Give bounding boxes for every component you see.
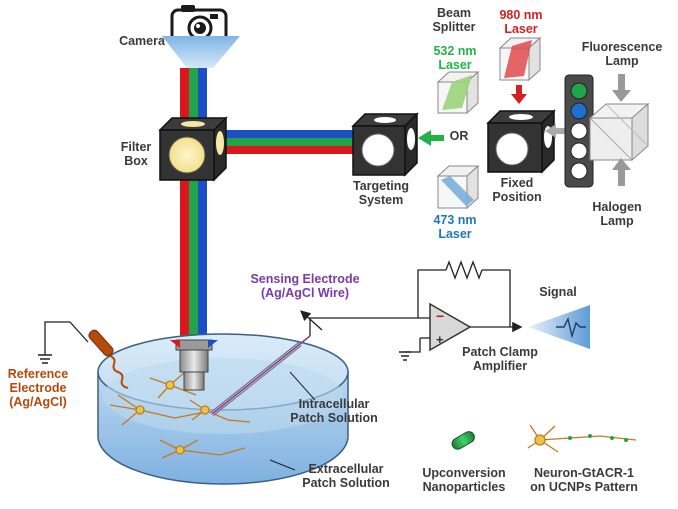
halogen-lamp-label: Halogen Lamp <box>584 200 650 228</box>
or-label: OR <box>449 129 469 143</box>
intracellular-label: Intracellular Patch Solution <box>284 397 384 425</box>
targeting-line-1: Targeting <box>352 179 410 193</box>
fixed-position-label: Fixed Position <box>488 176 546 204</box>
intracellular-pointer <box>289 371 316 401</box>
beam-splitter-label: Beam Splitter <box>424 6 484 34</box>
vertical-beam <box>180 68 207 340</box>
neuron-line-1: Neuron-GtACR-1 <box>534 466 634 480</box>
neuron-pattern-label: Neuron-GtACR-1 on UCNPs Pattern <box>520 466 648 494</box>
neuron-pattern-icon <box>527 424 637 453</box>
upconversion-label: Upconversion Nanoparticles <box>416 466 512 494</box>
reference-line-3: (Ag/AgCl) <box>9 395 67 409</box>
laser-473-line-2: Laser <box>438 227 472 241</box>
svg-text:+: + <box>436 332 444 347</box>
sensing-electrode-label: Sensing Electrode (Ag/AgCl Wire) <box>240 272 370 300</box>
patch-clamp-line-2: Amplifier <box>472 359 528 373</box>
red-down-arrow <box>511 85 527 104</box>
extracellular-label: Extracellular Patch Solution <box>294 462 398 490</box>
laser-980-label: 980 nm Laser <box>494 8 548 36</box>
sensing-pointer <box>300 310 323 331</box>
laser-532-splitter <box>436 70 480 115</box>
laser-980-splitter <box>498 36 542 82</box>
halogen-line-1: Halogen <box>592 200 642 214</box>
or-arrow <box>418 130 444 146</box>
patch-clamp-line-1: Patch Clamp <box>462 345 538 359</box>
reference-electrode-label: Reference Electrode (Ag/AgCl) <box>2 367 74 409</box>
sensing-line-1: Sensing Electrode <box>250 272 360 286</box>
lamp-splitter-cube <box>588 102 650 162</box>
filter-box-line-2: Box <box>124 154 148 168</box>
camera-light-cone <box>162 36 240 68</box>
beam-splitter-line-2: Splitter <box>432 20 476 34</box>
fixed-line-1: Fixed <box>500 176 534 190</box>
fluorescence-lamp-label: Fluorescence Lamp <box>572 40 672 68</box>
reference-line-2: Electrode <box>9 381 67 395</box>
extracellular-line-1: Extracellular <box>308 462 384 476</box>
sensing-electrode <box>210 335 311 416</box>
filter-wheel <box>564 74 594 188</box>
laser-980-line-1: 980 nm <box>499 8 543 22</box>
neuron-line-2: on UCNPs Pattern <box>530 480 638 494</box>
intracellular-line-1: Intracellular <box>298 397 370 411</box>
neuron-1 <box>109 394 206 426</box>
beam-splitter-line-1: Beam <box>436 6 472 20</box>
fixed-line-2: Position <box>492 190 542 204</box>
laser-473-label: 473 nm Laser <box>426 213 484 241</box>
extracellular-line-2: Patch Solution <box>302 476 390 490</box>
laser-473-splitter <box>436 164 480 210</box>
fluorescence-arrow <box>612 74 631 102</box>
targeting-line-2: System <box>358 193 404 207</box>
laser-532-label: 532 nm Laser <box>426 44 484 72</box>
reference-electrode <box>38 321 129 389</box>
targeting-system-label: Targeting System <box>348 179 414 207</box>
horizontal-beam <box>205 130 365 154</box>
signal-display <box>528 305 590 349</box>
neuron-4 <box>159 439 246 459</box>
lamp-arrow <box>545 124 565 138</box>
signal-label: Signal <box>539 285 577 299</box>
neuron-2 <box>149 371 197 399</box>
intracellular-line-2: Patch Solution <box>290 411 378 425</box>
laser-473-line-1: 473 nm <box>433 213 477 227</box>
filter-box-label: Filter Box <box>114 140 158 168</box>
nanoparticle-icon <box>451 431 475 450</box>
filter-box-cube <box>158 116 228 182</box>
upconversion-line-2: Nanoparticles <box>422 480 506 494</box>
halogen-line-2: Lamp <box>600 214 634 228</box>
reference-line-1: Reference <box>7 367 69 381</box>
sensing-line-2: (Ag/AgCl Wire) <box>260 286 350 300</box>
upconversion-line-1: Upconversion <box>422 466 506 480</box>
targeting-system-cube <box>351 112 419 177</box>
microscope-objective <box>170 339 218 391</box>
laser-980-line-2: Laser <box>504 22 538 36</box>
feedback-resistor <box>417 260 511 327</box>
fluorescence-lamp-line-2: Lamp <box>605 54 639 68</box>
fluorescence-lamp-line-1: Fluorescence <box>581 40 663 54</box>
halogen-arrow <box>612 158 631 186</box>
extracellular-pointer <box>269 459 296 471</box>
laser-532-line-1: 532 nm <box>433 44 477 58</box>
filter-box-line-1: Filter <box>120 140 152 154</box>
patch-clamp-label: Patch Clamp Amplifier <box>452 345 548 373</box>
camera-label: Camera <box>119 34 165 48</box>
patch-clamp-amplifier: − + <box>399 302 472 361</box>
fixed-position-cube <box>486 109 556 174</box>
svg-text:−: − <box>436 308 444 324</box>
laser-532-line-2: Laser <box>438 58 472 72</box>
sensing-wire <box>309 317 430 336</box>
